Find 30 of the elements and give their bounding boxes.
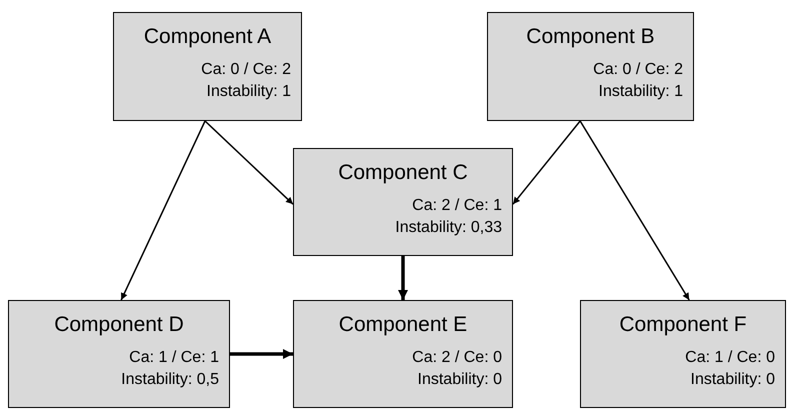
- arrow: [120, 120, 206, 300]
- metric-text: Instability: 1: [206, 82, 291, 102]
- metric-text: Instability: 0: [690, 370, 775, 390]
- metric-text: Instability: 0,5: [120, 370, 219, 390]
- component-title: Component D: [53, 312, 185, 338]
- arrow: [580, 120, 690, 300]
- metric-text: Instability: 0: [416, 370, 502, 390]
- metric-text: Ca: 0 / Ce: 2: [592, 60, 683, 80]
- component-title: Component E: [338, 312, 468, 338]
- arrow: [204, 120, 294, 205]
- component-box: [487, 12, 694, 121]
- component-box: [293, 148, 513, 256]
- arrow: [398, 256, 408, 300]
- component-box: [8, 300, 230, 408]
- component-box: [113, 12, 302, 121]
- metric-text: Instability: 0,33: [394, 218, 502, 238]
- component-box: [293, 300, 513, 408]
- component-title: Component C: [337, 160, 469, 186]
- metric-text: Instability: 1: [598, 82, 683, 102]
- component-title: Component F: [618, 312, 748, 338]
- metric-text: Ca: 2 / Ce: 1: [411, 196, 502, 216]
- component-box: [580, 300, 786, 408]
- metric-text: Ca: 2 / Ce: 0: [411, 348, 502, 368]
- metric-text: Ca: 1 / Ce: 1: [128, 348, 219, 368]
- metric-text: Ca: 0 / Ce: 2: [200, 60, 291, 80]
- arrow: [512, 120, 581, 205]
- component-title: Component A: [142, 24, 272, 50]
- metric-text: Ca: 1 / Ce: 0: [684, 348, 775, 368]
- component-title: Component B: [525, 24, 656, 50]
- arrow: [230, 349, 293, 359]
